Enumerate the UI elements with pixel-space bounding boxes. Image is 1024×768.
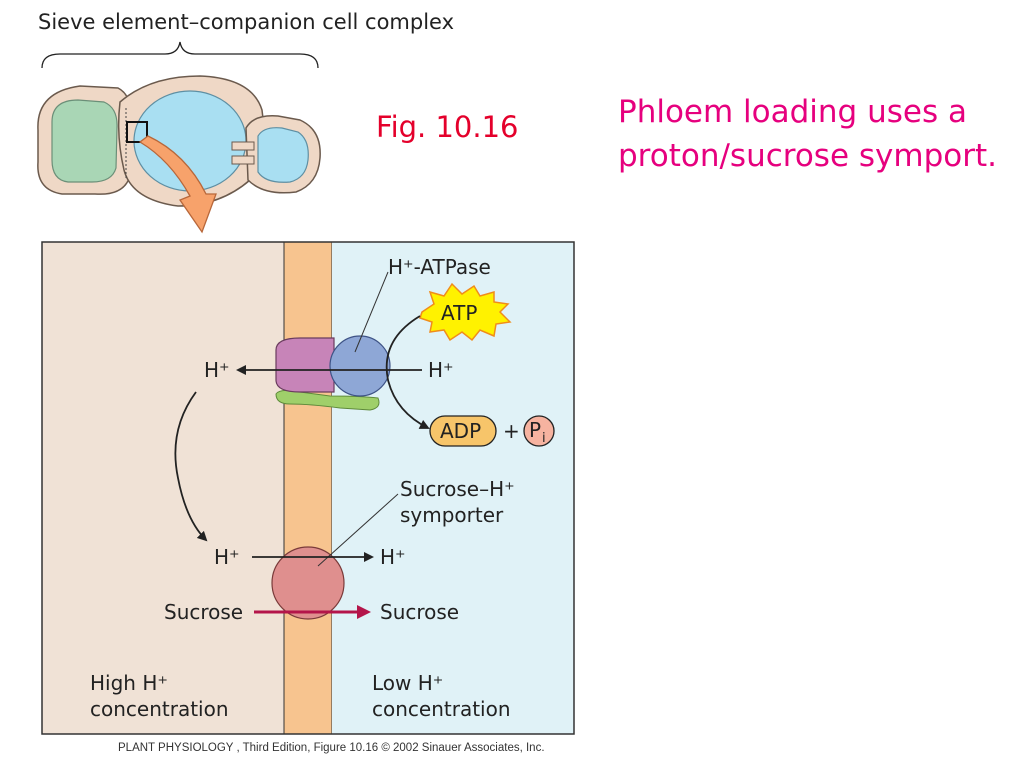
atpase-right-subunit — [329, 335, 391, 397]
atpase-leader-line — [354, 271, 389, 353]
symporter-label-line2: symporter — [400, 503, 504, 527]
figure-label: Fig. 10.16 — [376, 110, 519, 144]
zoom-box — [126, 121, 148, 143]
atpase-label: H⁺-ATPase — [388, 255, 491, 279]
transport-panel — [41, 241, 575, 735]
left-cell-interior — [51, 99, 118, 183]
h-plus-symport-out-label: H⁺ — [214, 545, 240, 569]
atp-star — [419, 282, 512, 342]
panel-border — [41, 241, 575, 735]
outside-region — [42, 242, 284, 734]
cell-complex-illustration — [37, 75, 321, 234]
complex-brace — [41, 41, 319, 69]
adp-capsule — [429, 415, 497, 447]
high-concentration-line1: High H⁺ — [90, 671, 168, 695]
low-concentration-line2: concentration — [372, 697, 511, 721]
slide-heading: Phloem loading uses a proton/sucrose sym… — [618, 90, 1018, 178]
footer-credit: PLANT PHYSIOLOGY , Third Edition, Figure… — [118, 742, 545, 754]
pi-label: P — [529, 418, 541, 442]
atpase-pump — [275, 335, 391, 411]
plus-sign: + — [503, 419, 520, 443]
right-cell-interior — [257, 127, 309, 183]
h-plus-symport-in-label: H⁺ — [380, 545, 406, 569]
symporter-label-line1: Sucrose–H⁺ — [400, 477, 515, 501]
sucrose-out-label: Sucrose — [164, 600, 243, 624]
atpase-left-subunit — [275, 337, 335, 393]
plasmodesma-1 — [231, 141, 255, 151]
hydrolysis-arrow — [385, 315, 430, 429]
proton-gradient-arrow — [174, 391, 208, 542]
heading-line-2: proton/sucrose symport. — [618, 138, 997, 174]
adp-label: ADP — [440, 419, 481, 443]
sucrose-in-label: Sucrose — [380, 600, 459, 624]
low-concentration-line1: Low H⁺ — [372, 671, 443, 695]
h-plus-in-label: H⁺ — [428, 358, 454, 382]
diagram-title: Sieve element–companion cell complex — [38, 10, 455, 34]
plasmodesma-2 — [231, 155, 255, 165]
high-concentration-line2: concentration — [90, 697, 229, 721]
pi-subscript: i — [542, 431, 546, 446]
h-plus-out-label: H⁺ — [204, 358, 230, 382]
symporter-protein — [271, 546, 345, 620]
pi-circle — [523, 415, 555, 447]
heading-line-1: Phloem loading uses a — [618, 94, 967, 130]
zoom-arrow — [138, 135, 217, 234]
symporter-leader-line — [317, 493, 399, 567]
membrane — [283, 241, 333, 735]
atp-label: ATP — [441, 301, 477, 325]
